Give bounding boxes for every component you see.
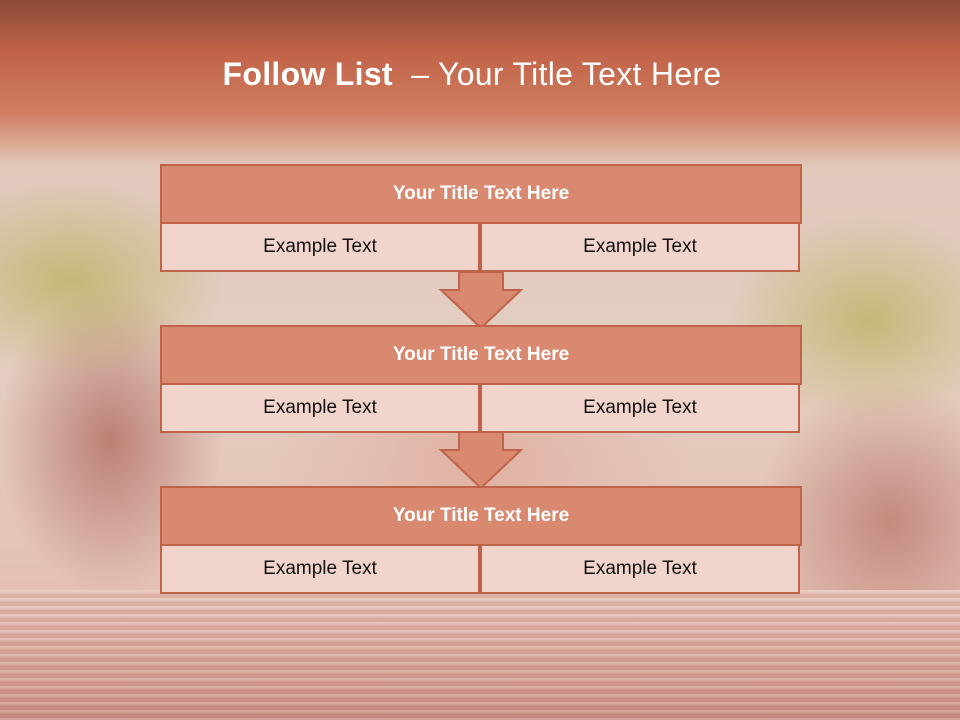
slide-title: Follow List – Your Title Text Here xyxy=(0,56,944,93)
step-1-left-text: Example Text xyxy=(160,222,480,272)
step-title-2: Your Title Text Here xyxy=(160,325,802,385)
step-block-1: Your Title Text Here Example Text Exampl… xyxy=(160,164,802,272)
step-block-3: Your Title Text Here Example Text Exampl… xyxy=(160,486,802,594)
slide-title-rest: – Your Title Text Here xyxy=(392,56,722,92)
down-arrow-icon xyxy=(438,432,524,490)
step-2-right-text: Example Text xyxy=(480,383,800,433)
step-block-2: Your Title Text Here Example Text Exampl… xyxy=(160,325,802,433)
step-title-3: Your Title Text Here xyxy=(160,486,802,546)
step-3-right-text: Example Text xyxy=(480,544,800,594)
step-1-right-text: Example Text xyxy=(480,222,800,272)
step-3-left-text: Example Text xyxy=(160,544,480,594)
step-2-left-text: Example Text xyxy=(160,383,480,433)
down-arrow-icon xyxy=(438,272,524,330)
title-band xyxy=(0,0,960,165)
water-reflection xyxy=(0,590,960,720)
step-title-1: Your Title Text Here xyxy=(160,164,802,224)
slide-title-bold: Follow List xyxy=(222,56,393,92)
